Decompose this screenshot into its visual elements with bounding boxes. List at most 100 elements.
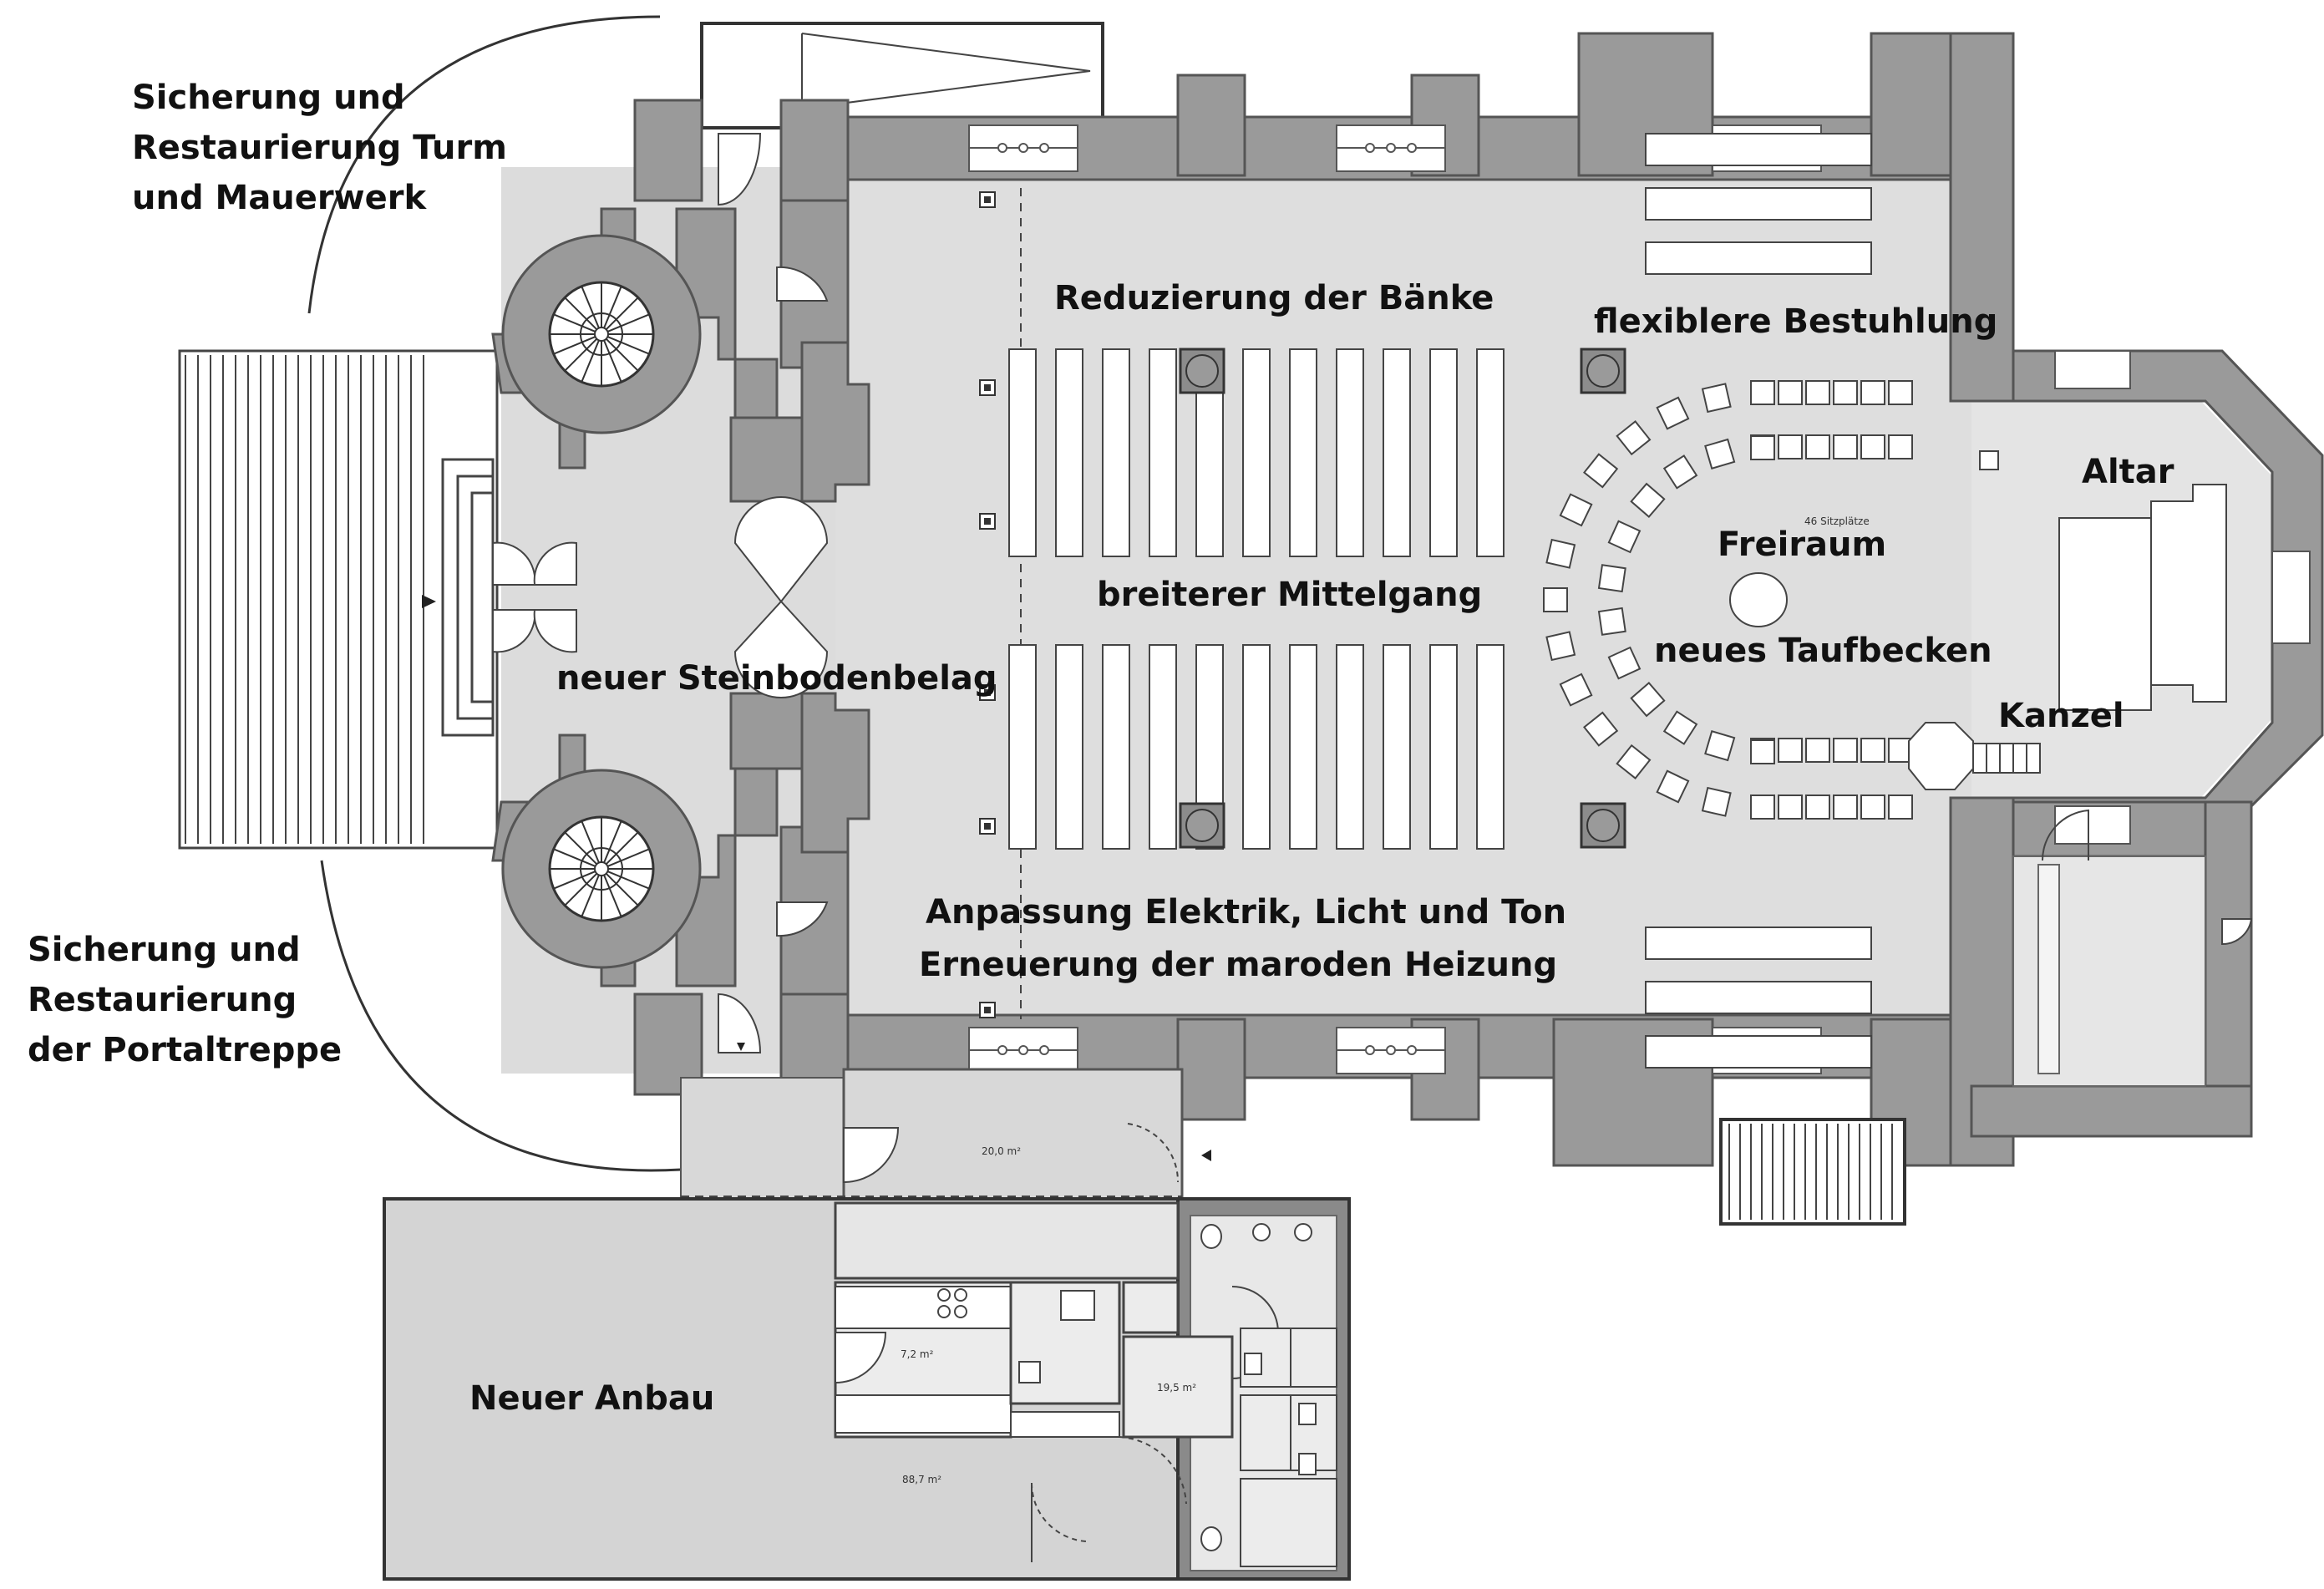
spiral-step [553,336,596,355]
area-foyer: 20,0 m² [982,1145,1021,1157]
chair [1701,786,1732,817]
area-hall: 88,7 m² [902,1474,941,1485]
pew [1429,348,1458,557]
label-tower-2: Restaurierung Turm [132,129,507,167]
choir-step-marker [1979,450,1999,470]
column-marker-dot [984,1007,991,1013]
spiral-step [581,286,600,328]
area-wc: 19,5 m² [1157,1382,1196,1394]
column-shaft [1185,354,1219,388]
chair [1583,453,1619,489]
column-marker-dot [984,196,991,203]
spiral-step [553,313,596,333]
entrance-arrow-icon [422,595,436,608]
column-marker-dot [984,823,991,830]
spiral-step [605,872,639,906]
chair [1545,631,1576,662]
chair [1630,682,1666,718]
pew [1149,644,1177,850]
chair [1597,564,1626,593]
sacristy-exterior-door [2221,918,2253,946]
chair [1750,435,1775,460]
pew [1289,644,1317,850]
chair [1701,383,1732,414]
chair [1860,794,1885,820]
label-floor: neuer Steinbodenbelag [556,659,997,698]
column-shaft [1185,809,1219,842]
column-marker-dot [984,518,991,525]
pew [1336,348,1364,557]
pew [1102,644,1130,850]
chair [1630,482,1666,518]
tower-stair-box [700,22,1104,129]
window-bead [1407,143,1417,153]
window [2054,805,2131,845]
chair [1860,380,1885,405]
pew [1336,644,1364,850]
south-entrance-stairs [1719,1118,1906,1226]
pew [1242,644,1271,850]
pew [1102,348,1130,557]
window-bead [997,1045,1007,1055]
spiral-step [581,340,600,383]
chair [1805,738,1830,763]
chair [1805,794,1830,820]
window-bead [1386,1045,1396,1055]
label-stairs-3: der Portaltreppe [28,1031,342,1069]
chair [1888,434,1913,459]
column-markers [979,191,996,1018]
pew [1645,241,1872,275]
label-tower-1: Sicherung und [132,79,405,117]
chair [1607,520,1642,554]
chair [1860,434,1885,459]
chair [1750,380,1775,405]
chair [1778,380,1803,405]
chair [1656,396,1690,430]
chair [1616,420,1652,456]
sacristy-stair-block [2037,864,2060,1074]
chair [1662,710,1698,745]
column-marker-dot [984,384,991,391]
pew [1645,981,1872,1014]
columns [1179,348,1626,849]
baptismal-font [1729,572,1788,627]
area-kitchen: 7,2 m² [901,1348,934,1360]
window-bead [1039,1045,1049,1055]
portal-stairs [178,349,499,850]
windows [968,124,2311,1074]
spiral-step [553,871,596,890]
label-altar: Altar [2082,453,2174,491]
pew [1383,644,1411,850]
spiral-step [581,875,600,917]
chair [1805,434,1830,459]
spiral-core [580,847,623,891]
pew [1645,187,1872,221]
spiral-core [580,312,623,356]
label-seating: flexiblere Bestuhlung [1594,302,1997,341]
chair [1833,794,1858,820]
window [2054,350,2131,389]
pew [1476,348,1505,557]
spiral-step [564,338,598,372]
spiral-step [564,297,598,331]
window-bead [1018,143,1028,153]
window-bead [997,143,1007,153]
pew [1149,348,1177,557]
label-electric: Anpassung Elektrik, Licht und Ton [926,893,1566,932]
chair [1833,380,1858,405]
chair [1778,434,1803,459]
label-annex: Neuer Anbau [469,1379,714,1418]
chair [1888,380,1913,405]
pew [1242,348,1271,557]
window-bead [1407,1045,1417,1055]
spiral-step [607,313,650,333]
tower-outline-arc [307,15,661,314]
doors [492,133,829,1053]
label-tower-3: und Mauerwerk [132,179,427,217]
pew [1289,348,1317,557]
pew [1055,644,1083,850]
spiral-step [605,338,639,372]
chair [1805,380,1830,405]
annex [383,1068,1351,1581]
spiral-stairs [501,234,702,969]
